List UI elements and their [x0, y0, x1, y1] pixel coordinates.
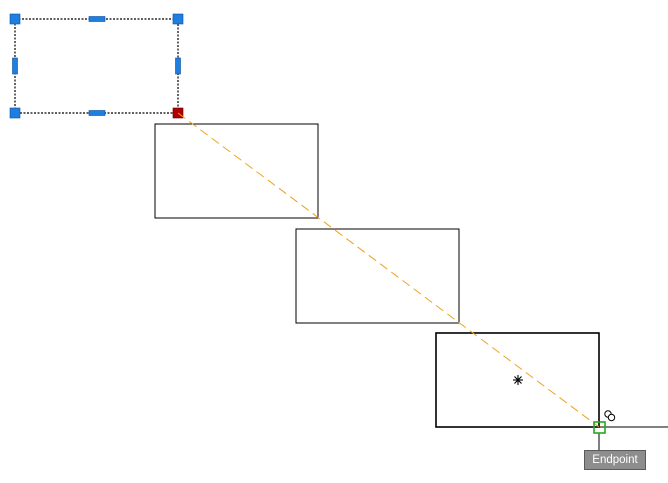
midpoint-grip-left[interactable]	[12, 57, 18, 75]
midpoint-grip-bottom[interactable]	[88, 110, 106, 116]
rectangle-copy-2[interactable]	[295, 228, 460, 324]
alignment-path-line	[177, 112, 600, 428]
corner-grip-bottom-left[interactable]	[9, 107, 21, 119]
object-snap-cursor-badge-icon	[604, 410, 616, 422]
selected-rectangle[interactable]	[14, 18, 179, 114]
corner-grip-top-left[interactable]	[9, 13, 21, 25]
endpoint-snap-marker-icon	[593, 421, 606, 434]
rectangle-copy-3[interactable]	[435, 332, 600, 428]
center-asterisk-icon	[513, 375, 523, 385]
snap-tooltip: Endpoint	[584, 450, 646, 470]
midpoint-grip-top[interactable]	[88, 16, 106, 22]
corner-grip-top-right[interactable]	[172, 13, 184, 25]
midpoint-grip-right[interactable]	[175, 57, 181, 75]
rectangle-copy-1[interactable]	[154, 123, 319, 219]
